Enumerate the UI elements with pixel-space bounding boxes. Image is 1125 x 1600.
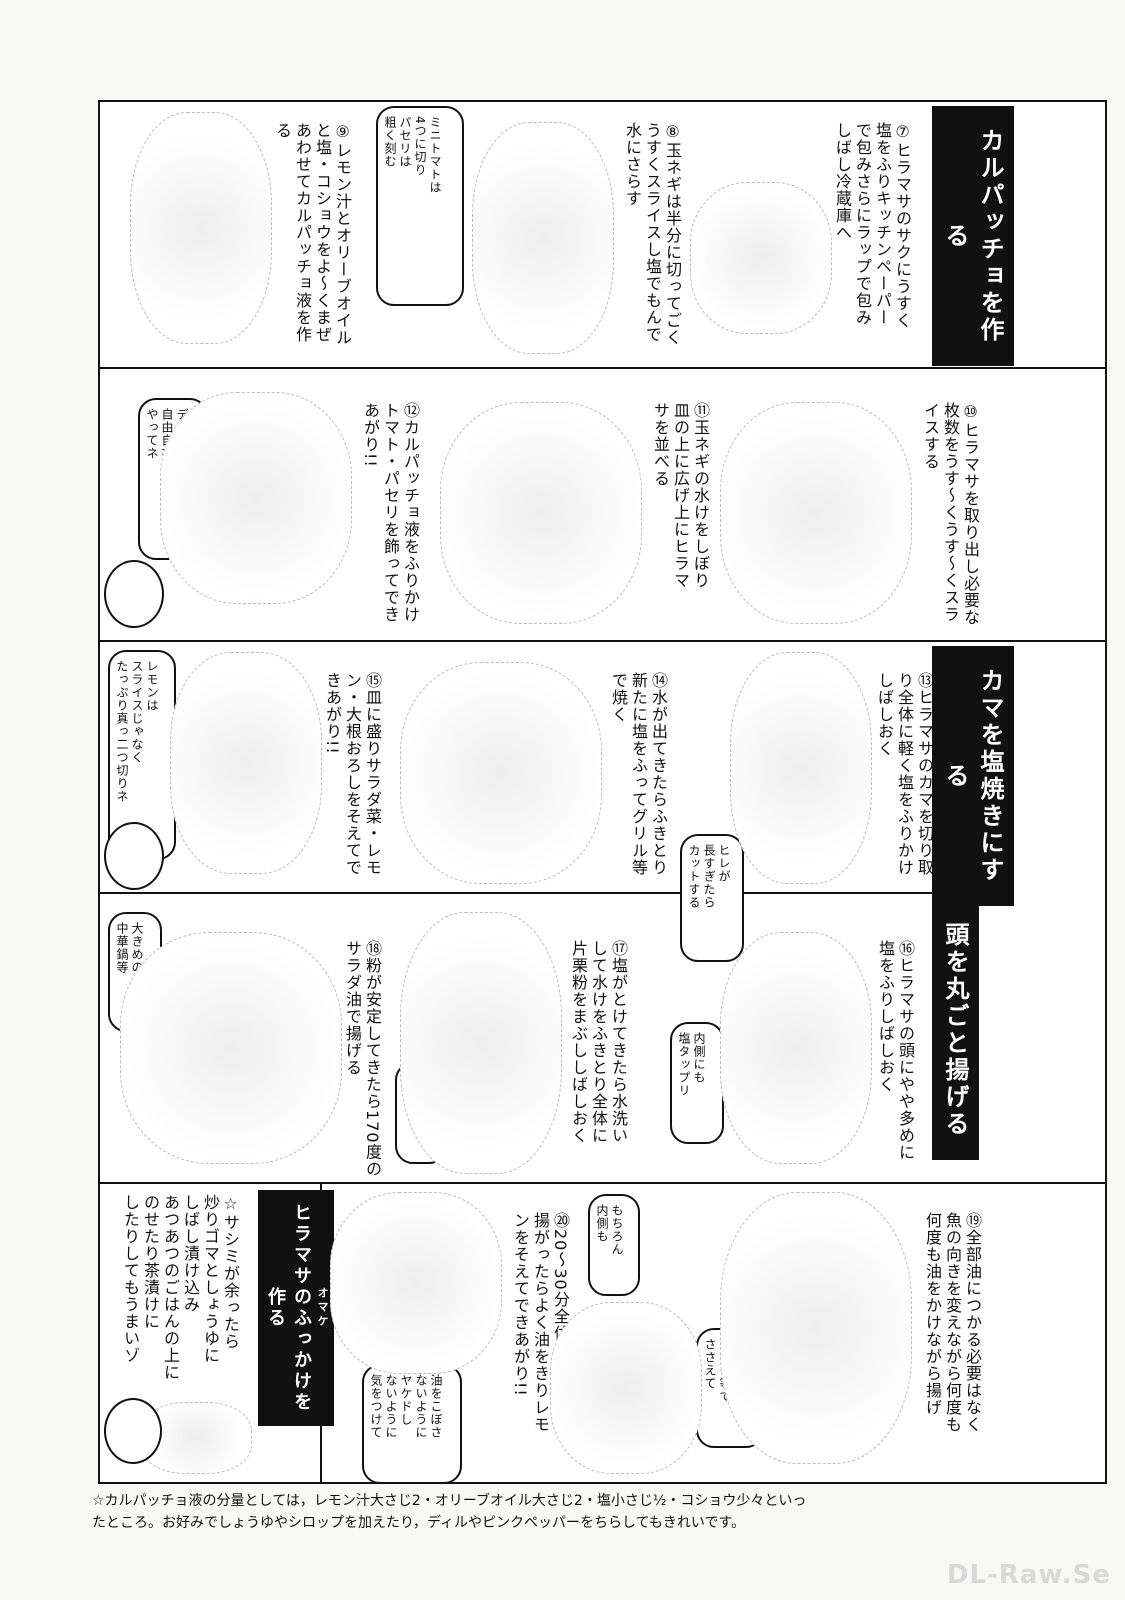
step-19: ⑲全部油につかる必要はなく 魚の向きを変えながら何度も 何度も油をかけながら揚げ xyxy=(923,1212,982,1433)
header-furikake: オマケ ヒラマサのふっかけを作る xyxy=(258,1190,334,1426)
fish-fillet-illustration xyxy=(690,182,832,334)
header-kama: カマを塩焼きにする xyxy=(932,646,1014,906)
head-flour-illustration xyxy=(400,912,562,1174)
bubble-tomato-text: ミニトマトは 4つに切り パセリは 粗く刻む xyxy=(383,116,442,194)
fried-head-illustration xyxy=(550,1302,702,1474)
step-9: ⑨レモン汁とオリーブオイル と塩・コショウをよ〜くまぜ あわせてカルパッチョ液を… xyxy=(273,122,352,346)
watermark: DL-Raw.Se xyxy=(946,1560,1111,1590)
step-12: ⑫カルパッチョ液をふりかけ トマト・パセリを飾ってでき あがり!! xyxy=(361,402,420,623)
step-10: ⑩ヒラマサを取り出し必要な 枚数をうす〜くうす〜くスラ イスする xyxy=(921,402,980,626)
grill-illustration xyxy=(400,662,602,884)
slicing-illustration xyxy=(720,402,912,624)
omake-text: ☆サシミが余ったら 炒りゴマとしょうゆに しばし漬け込み あつあつのごはんの上に… xyxy=(121,1194,240,1381)
bubble-tomato: ミニトマトは 4つに切り パセリは 粗く刻む xyxy=(376,106,464,306)
bubble-inside-3-text: もちろん 内側も xyxy=(595,1204,624,1256)
fried-head-plate-illustration xyxy=(330,1192,502,1374)
step-14: ⑭水が出てきたらふきとり 新たに塩をふってグリル等 で焼く xyxy=(609,672,668,876)
head-salt-illustration xyxy=(720,932,872,1164)
step-7: ⑦ヒラマサのサクにうすく 塩をふりキッチンペーパー で包みさらにラップで包み し… xyxy=(833,122,912,329)
step-18: ⑱粉が安定してきたら170度の サラダ油で揚げる xyxy=(343,940,382,1178)
divider-2 xyxy=(100,640,1105,642)
footnote-line-1: ☆カルパッチョ液の分量としては，レモン汁大さじ2・オリーブオイル大さじ2・塩小さ… xyxy=(92,1493,807,1509)
kama-illustration xyxy=(730,652,872,884)
step-17: ⑰塩がとけてきたら水洗い して水けをふきとり全体に 片栗粉をまぶししばしおく xyxy=(569,940,628,1144)
kama-plate-illustration xyxy=(170,652,322,874)
bubble-oil-text: 油をこぼさ ないように ヤケドし ないように 気をつけて xyxy=(369,1374,443,1439)
wok-illustration xyxy=(120,932,342,1164)
divider-4 xyxy=(100,1182,1105,1184)
divider-3 xyxy=(100,892,940,894)
frying-illustration xyxy=(720,1192,912,1464)
bubble-inside-3: もちろん 内側も xyxy=(588,1194,640,1296)
bubble-oil: 油をこぼさ ないように ヤケドし ないように 気をつけて xyxy=(362,1364,462,1484)
omake-label: オマケ xyxy=(316,1287,329,1329)
character-face-1 xyxy=(104,560,164,628)
character-face-2 xyxy=(104,822,164,890)
plate-onion-illustration xyxy=(440,402,642,624)
furikake-title: ヒラマサのふっかけを作る xyxy=(265,1203,312,1413)
bubble-inside-2: 内側にも 塩タップリ xyxy=(670,1022,724,1144)
step-11: ⑪玉ネギの水けをしぼり 皿の上に広げ上にヒラマ サを並べる xyxy=(651,402,710,589)
bubble-lemon-text: レモンは スライスじゃなく たっぷり真っ二つ切りネ xyxy=(115,660,159,803)
onion-illustration xyxy=(472,122,614,354)
lemon-bowl-illustration xyxy=(130,112,272,344)
bubble-inside-2-text: 内側にも 塩タップリ xyxy=(677,1032,706,1097)
character-face-3 xyxy=(104,1398,162,1464)
divider-1 xyxy=(100,367,1105,369)
bubble-hire-text: ヒレが 長すぎたら カットする xyxy=(687,844,731,909)
header-carpaccio: カルパッチョを作る xyxy=(932,106,1014,366)
bubble-wok-text: 大きめの 中華鍋等 xyxy=(115,922,144,974)
footnote-line-2: たところ。お好みでしょうゆやシロップを加えたり，ディルやピンクペッパーをちらして… xyxy=(92,1515,746,1531)
step-8: ⑧玉ネギは半分に切ってごく うすくスライスし塩でもんで 水にさらす xyxy=(623,122,682,346)
step-16: ⑯ヒラマサの頭にやや多めに 塩をふりしばしおく xyxy=(876,940,915,1161)
bubble-hire: ヒレが 長すぎたら カットする xyxy=(680,834,744,962)
manga-page: カルパッチョを作る カマを塩焼きにする 頭を丸ごと揚げる オマケ ヒラマサのふっ… xyxy=(98,100,1107,1484)
step-13: ⑬ヒラマサのカマを切り取 り全体に軽く塩をふりかけ しばしおく xyxy=(875,672,934,876)
step-15: ⑮皿に盛りサラダ菜・レモ ン・大根おろしをそえてで きあがり!! xyxy=(323,672,382,876)
header-head: 頭を丸ごと揚げる xyxy=(932,900,979,1160)
carpaccio-plate-illustration xyxy=(160,392,352,604)
